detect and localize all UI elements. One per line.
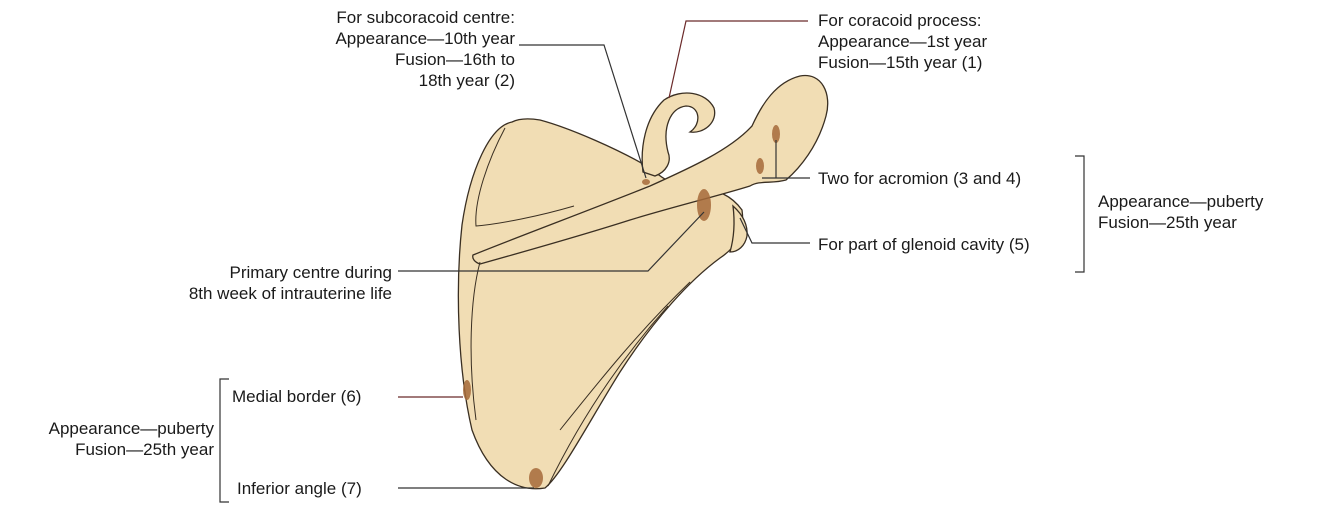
bracket-right-line2: Fusion—25th year bbox=[1098, 212, 1263, 233]
coracoid-line1: For coracoid process: bbox=[818, 10, 987, 31]
label-acromion: Two for acromion (3 and 4) bbox=[818, 168, 1021, 189]
label-primary-centre: Primary centre during 8th week of intrau… bbox=[110, 262, 392, 304]
ossification-spot-inferior-angle bbox=[529, 468, 543, 488]
leader-glenoid bbox=[740, 218, 810, 243]
ossification-spot-primary bbox=[697, 189, 711, 221]
ossification-spot-acromion-1 bbox=[756, 158, 764, 174]
label-inferior-angle: Inferior angle (7) bbox=[237, 478, 362, 499]
ossification-spot-medial-border bbox=[463, 380, 471, 400]
bracket-left-line1: Appearance—puberty bbox=[0, 418, 214, 439]
coracoid-line3: Fusion—15th year (1) bbox=[818, 52, 987, 73]
bracket-right bbox=[1075, 156, 1084, 272]
bracket-left bbox=[220, 379, 229, 502]
label-subcoracoid-centre: For subcoracoid centre: Appearance—10th … bbox=[240, 7, 515, 91]
subcoracoid-line2: Appearance—10th year bbox=[240, 28, 515, 49]
coracoid-line2: Appearance—1st year bbox=[818, 31, 987, 52]
primary-line1: Primary centre during bbox=[110, 262, 392, 283]
label-bracket-right: Appearance—puberty Fusion—25th year bbox=[1098, 191, 1263, 233]
label-glenoid-cavity: For part of glenoid cavity (5) bbox=[818, 234, 1030, 255]
label-medial-border: Medial border (6) bbox=[232, 386, 361, 407]
primary-line2: 8th week of intrauterine life bbox=[110, 283, 392, 304]
bracket-left-line2: Fusion—25th year bbox=[0, 439, 214, 460]
ossification-spot-subcoracoid bbox=[642, 179, 650, 185]
bracket-right-line1: Appearance—puberty bbox=[1098, 191, 1263, 212]
subcoracoid-line4: 18th year (2) bbox=[240, 70, 515, 91]
label-bracket-left: Appearance—puberty Fusion—25th year bbox=[0, 418, 214, 460]
subcoracoid-line1: For subcoracoid centre: bbox=[240, 7, 515, 28]
subcoracoid-line3: Fusion—16th to bbox=[240, 49, 515, 70]
label-coracoid-process: For coracoid process: Appearance—1st yea… bbox=[818, 10, 987, 73]
